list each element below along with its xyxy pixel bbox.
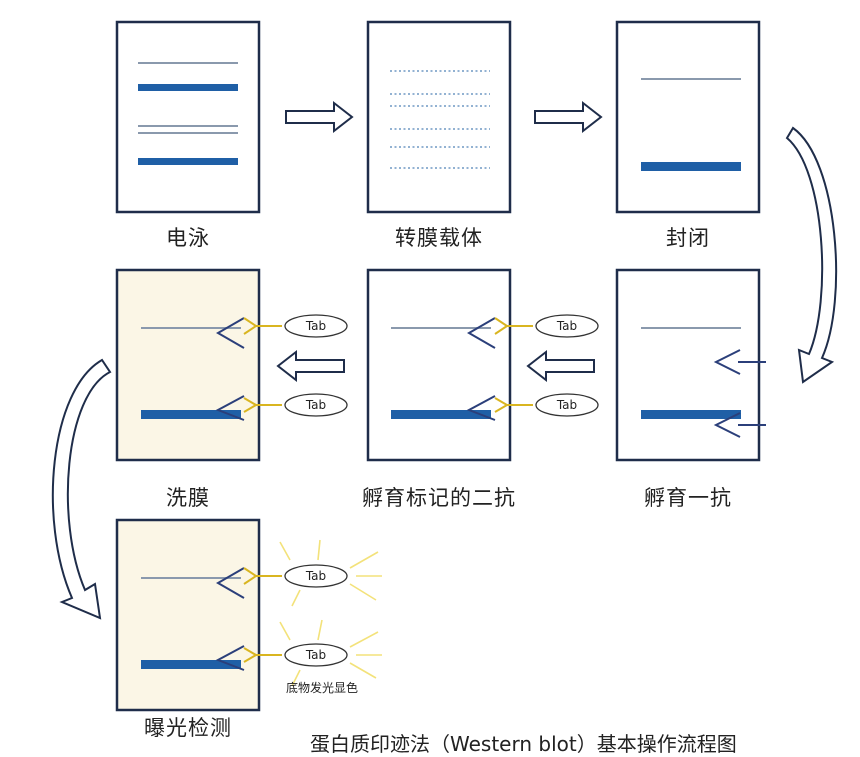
arrow-right-icon <box>285 100 354 134</box>
step-label-wash: 洗膜 <box>166 486 210 510</box>
curved-arrow-down-icon <box>51 358 112 620</box>
panel-exposure <box>115 518 282 712</box>
tag-label: Tab <box>305 398 326 412</box>
step-label-transfer: 转膜载体 <box>395 226 483 250</box>
luminescence-glow <box>279 539 382 687</box>
step-label-electrophoresis: 电泳 <box>166 226 210 250</box>
panel-blocking <box>615 20 761 214</box>
arrow-right-icon <box>534 100 603 134</box>
figure-caption: 蛋白质印迹法（Western blot）基本操作流程图 <box>310 732 737 756</box>
arrow-left-icon <box>276 349 345 383</box>
panel-electrophoresis <box>115 20 261 214</box>
tag-label: Tab <box>556 319 577 333</box>
tag-label: Tab <box>556 398 577 412</box>
panel-wash <box>115 268 282 462</box>
step-label-exposure: 曝光检测 <box>144 716 232 740</box>
panel-transfer <box>366 20 512 214</box>
step-label-primary-antibody: 孵育一抗 <box>644 486 732 510</box>
panel-primary-antibody <box>615 268 766 462</box>
tag-label: Tab <box>305 648 326 662</box>
panel-secondary-antibody <box>366 268 533 462</box>
arrow-left-icon <box>526 349 595 383</box>
curved-arrow-down-icon <box>785 126 838 384</box>
step-label-blocking: 封闭 <box>666 226 710 250</box>
tag-label: Tab <box>305 569 326 583</box>
substrate-label: 底物发光显色 <box>286 680 358 695</box>
step-label-secondary-antibody: 孵育标记的二抗 <box>362 486 516 510</box>
tag-label: Tab <box>305 319 326 333</box>
